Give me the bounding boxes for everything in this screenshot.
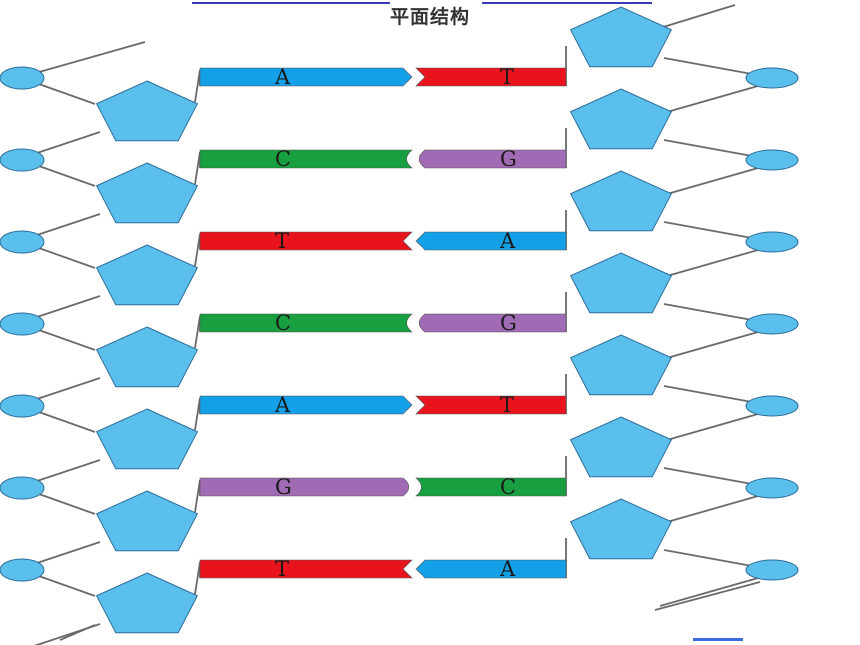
base-label-left: A xyxy=(274,393,291,417)
right-sugar-pentagon xyxy=(569,252,673,314)
right-backbone-link xyxy=(663,221,753,239)
right-backbone-link xyxy=(659,249,759,279)
left-phosphate-circle xyxy=(0,476,45,500)
base-C-left xyxy=(199,149,413,169)
right-sugar-pentagon xyxy=(569,6,673,68)
right-phosphate-circle xyxy=(745,313,799,335)
right-backbone-link xyxy=(663,467,753,485)
base-label-left: A xyxy=(274,65,291,89)
base-label-left: C xyxy=(275,147,291,171)
right-sugar-pentagon xyxy=(569,334,673,396)
base-T-right xyxy=(415,395,567,415)
left-sugar-pentagon xyxy=(95,326,199,388)
right-sugar-pentagon xyxy=(569,88,673,150)
right-sugar-pentagon xyxy=(569,416,673,478)
right-backbone-link xyxy=(663,57,753,75)
base-label-right: G xyxy=(500,311,517,335)
base-T-left xyxy=(199,231,413,251)
right-sugar-pentagon xyxy=(569,170,673,232)
left-sugar-pentagon xyxy=(95,572,199,634)
backbone-end-top-right xyxy=(659,4,736,29)
base-C-left xyxy=(199,313,413,333)
base-G-right xyxy=(418,149,567,169)
right-backbone-link xyxy=(663,549,753,567)
right-phosphate-circle xyxy=(745,477,799,499)
right-backbone-link xyxy=(659,331,759,361)
decorative-underline-right xyxy=(482,2,652,4)
base-label-right: T xyxy=(500,393,514,417)
left-sugar-pentagon xyxy=(95,490,199,552)
left-phosphate-circle xyxy=(0,558,45,582)
right-backbone-link xyxy=(663,139,753,157)
decorative-underline-bottom-right xyxy=(693,638,743,641)
right-backbone-link xyxy=(659,577,759,607)
base-label-right: A xyxy=(499,229,516,253)
right-phosphate-circle xyxy=(745,67,799,89)
left-phosphate-circle xyxy=(0,148,45,172)
base-A-right xyxy=(415,231,567,251)
diagram-title: 平面结构 xyxy=(389,6,470,28)
base-T-left xyxy=(199,559,413,579)
right-backbone-link xyxy=(663,303,753,321)
base-A-left xyxy=(199,395,413,415)
base-label-right: C xyxy=(500,475,516,499)
base-A-right xyxy=(415,559,567,579)
backbone-end-bottom-right xyxy=(654,581,761,611)
right-phosphate-circle xyxy=(745,149,799,171)
right-phosphate-circle xyxy=(745,559,799,581)
right-backbone-link xyxy=(659,167,759,197)
base-label-right: G xyxy=(500,147,517,171)
base-G-right xyxy=(418,313,567,333)
left-sugar-pentagon xyxy=(95,408,199,470)
right-sugar-pentagon xyxy=(569,498,673,560)
left-sugar-pentagon xyxy=(95,80,199,142)
base-label-right: A xyxy=(499,557,516,581)
base-label-left: C xyxy=(275,311,291,335)
base-A-left xyxy=(199,67,413,87)
right-phosphate-circle xyxy=(745,231,799,253)
left-phosphate-circle xyxy=(0,230,45,254)
left-phosphate-circle xyxy=(0,312,45,336)
base-label-right: T xyxy=(500,65,514,89)
left-sugar-pentagon xyxy=(95,162,199,224)
left-phosphate-circle xyxy=(0,394,45,418)
right-backbone-link xyxy=(663,385,753,403)
base-G-left xyxy=(199,477,410,497)
base-T-right xyxy=(415,67,567,87)
decorative-underline-left xyxy=(192,2,390,4)
left-sugar-pentagon xyxy=(95,244,199,306)
base-label-left: G xyxy=(275,475,292,499)
base-label-left: T xyxy=(275,229,289,253)
base-label-left: T xyxy=(275,557,289,581)
right-backbone-link xyxy=(659,495,759,525)
left-phosphate-circle xyxy=(0,66,45,90)
right-backbone-link xyxy=(659,413,759,443)
backbone-end-bottom-left xyxy=(59,624,96,641)
right-backbone-link xyxy=(659,85,759,115)
right-phosphate-circle xyxy=(745,395,799,417)
base-C-right xyxy=(415,477,567,497)
